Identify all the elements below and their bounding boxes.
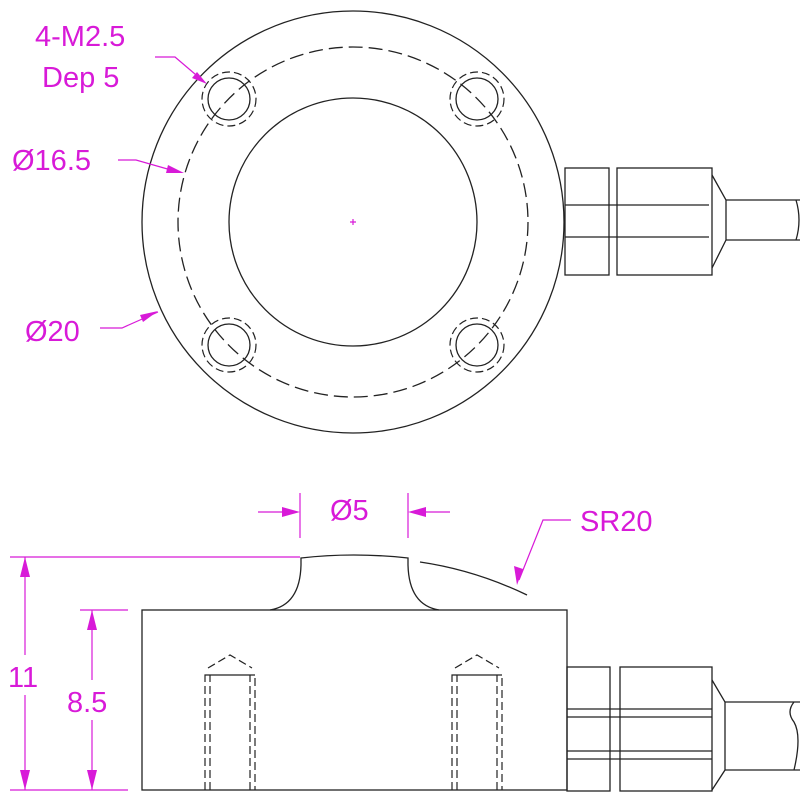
- threaded-holes: [204, 654, 503, 790]
- sphere-arc: [419, 561, 528, 596]
- mounting-hole: [449, 317, 505, 373]
- mounting-hole: [449, 71, 505, 127]
- mounting-holes: [201, 71, 505, 373]
- height-dims: [10, 556, 300, 791]
- total-height-label: 11: [8, 662, 38, 694]
- body-height-label: 8.5: [67, 687, 107, 719]
- cable-connector-side: [566, 666, 800, 792]
- cable-connector-top: [564, 167, 800, 276]
- sphere-leader: [518, 519, 571, 581]
- inner-circle: [228, 97, 478, 347]
- bolt-circle-leader: [118, 159, 179, 173]
- sphere-radius-label: SR20: [580, 506, 653, 538]
- top-view: 4-M2.5 Dep 5 Ø16.5 Ø20: [12, 10, 800, 434]
- mounting-hole: [201, 317, 257, 373]
- hole-callout-line1: 4-M2.5: [35, 21, 125, 53]
- outer-dia-label: Ø20: [25, 316, 80, 348]
- hole-callout-line2: Dep 5: [42, 62, 119, 94]
- mounting-hole: [201, 71, 257, 127]
- button-dia-dim: [258, 493, 450, 538]
- bolt-circle-dia-label: Ø16.5: [12, 145, 91, 177]
- load-button: [269, 554, 440, 611]
- hole-leader: [155, 56, 203, 81]
- button-dia-label: Ø5: [330, 495, 369, 527]
- body: [141, 609, 568, 791]
- outer-circle: [141, 10, 565, 434]
- center-mark: [350, 219, 356, 225]
- bolt-circle: [177, 46, 529, 398]
- side-view: Ø5 SR20 11 8.5: [8, 493, 800, 792]
